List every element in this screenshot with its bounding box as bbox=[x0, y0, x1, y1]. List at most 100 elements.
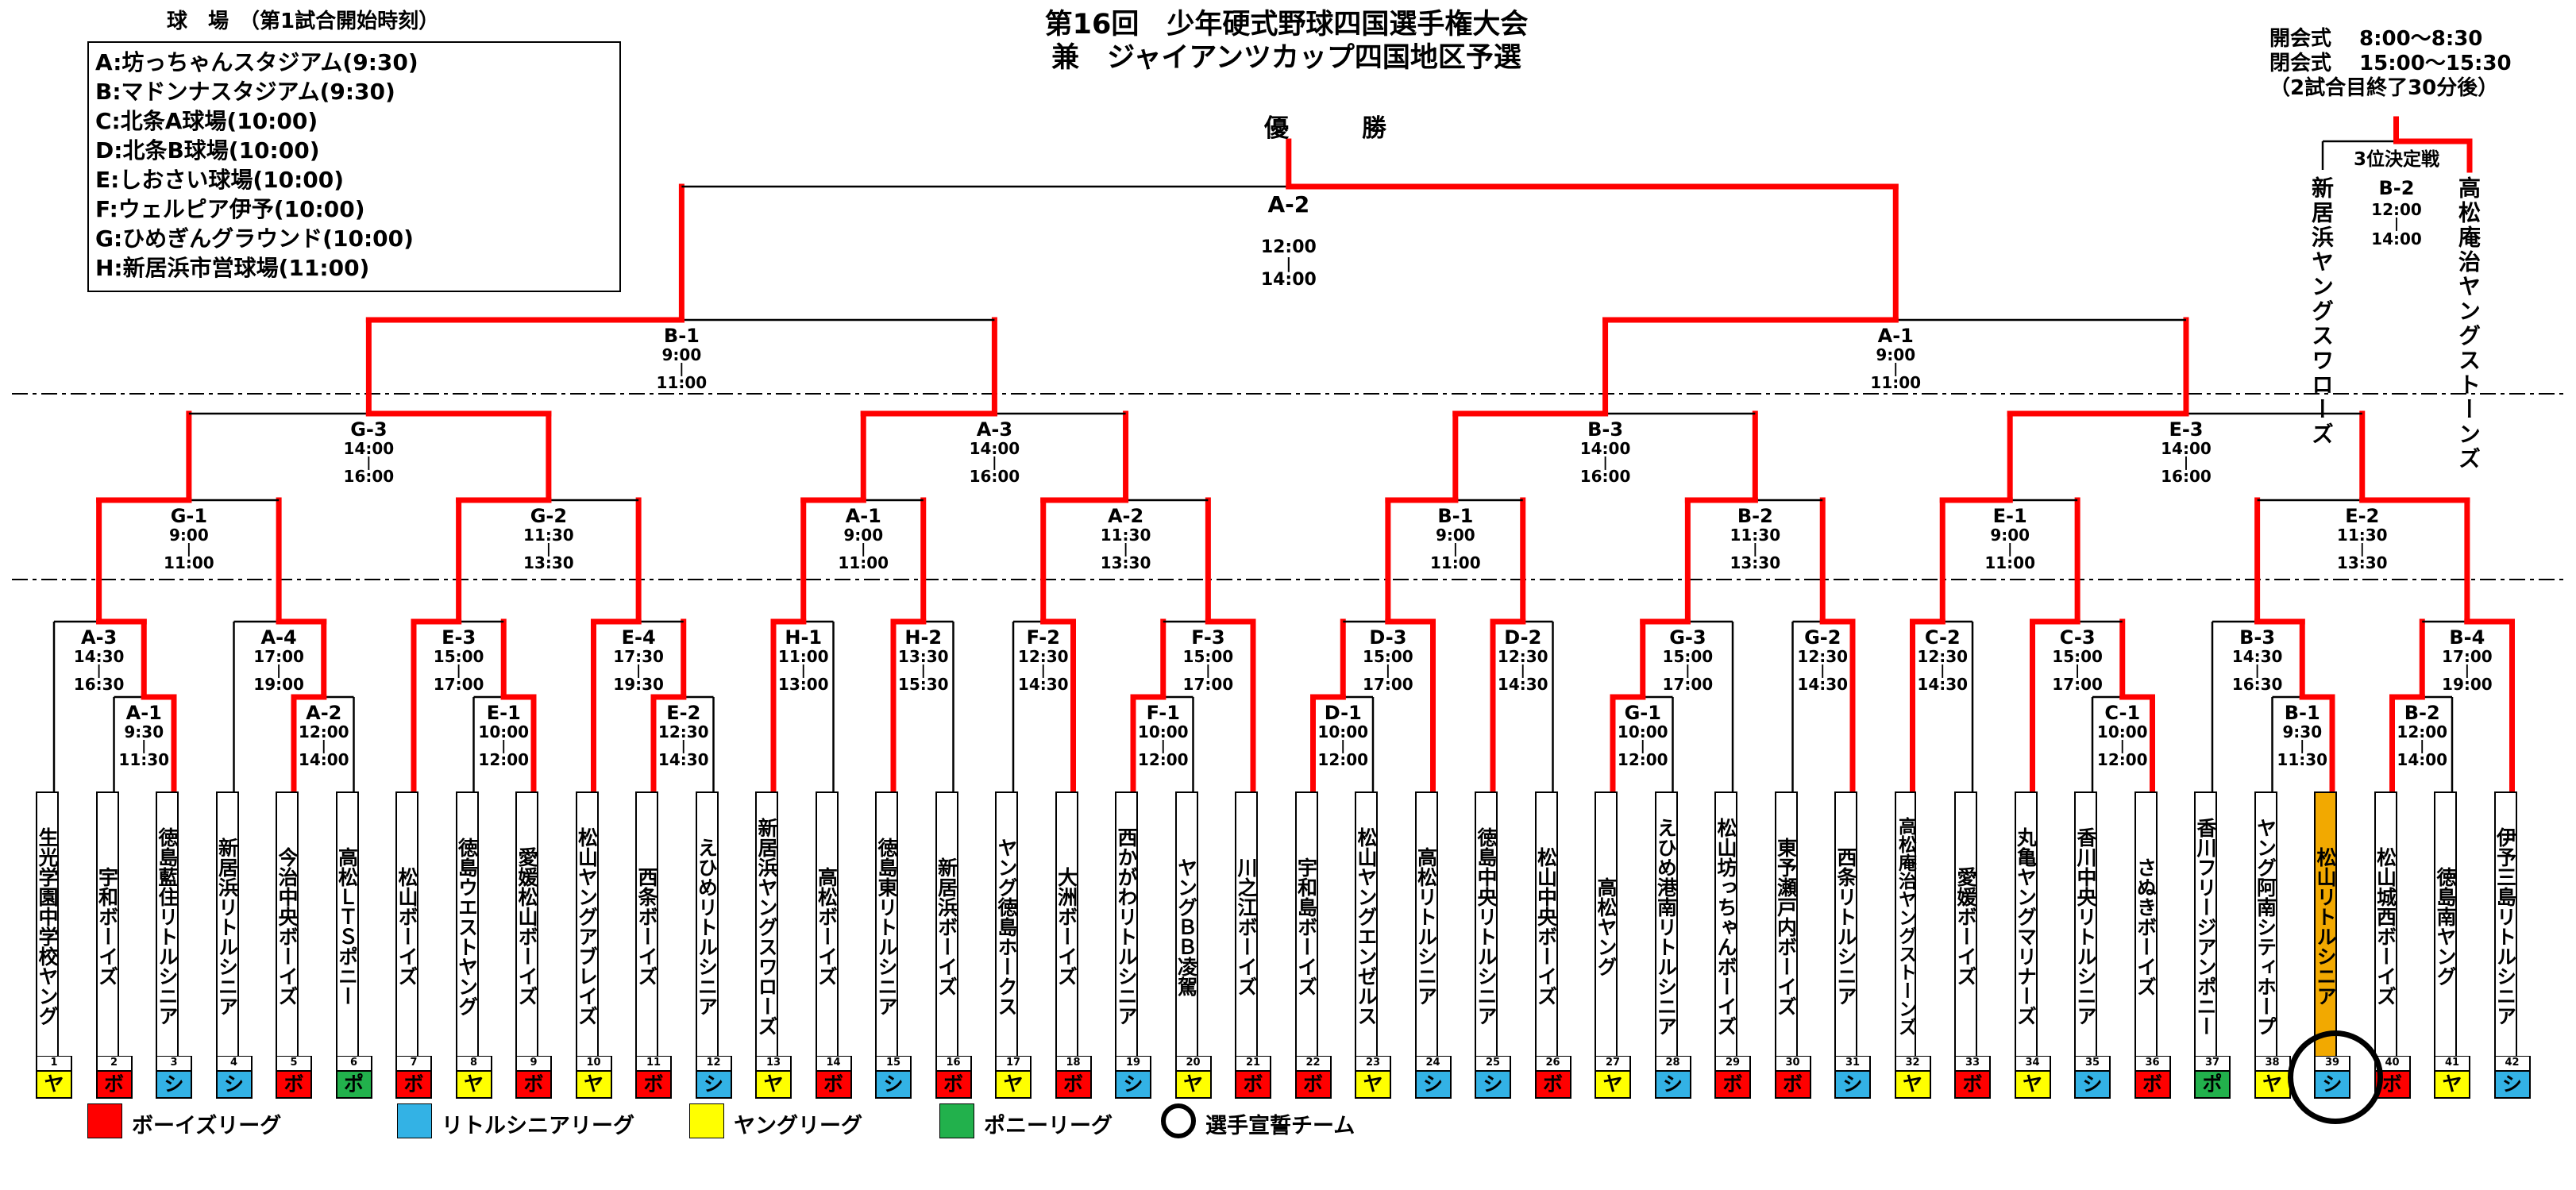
team-number: 22 bbox=[1294, 1056, 1332, 1072]
team-league-badge: シ bbox=[2074, 1070, 2111, 1099]
team-league-badge: シ bbox=[1654, 1070, 1691, 1099]
team-number: 20 bbox=[1174, 1056, 1212, 1072]
opening-ceremony: 開会式 8:00～8:30 bbox=[2269, 27, 2483, 51]
venue-item: D:北条B球場(10:00) bbox=[95, 137, 320, 164]
team-name: 愛媛ボーイズ bbox=[1954, 791, 1977, 1057]
team-number: 3 bbox=[156, 1056, 192, 1072]
team-number: 16 bbox=[935, 1056, 972, 1072]
team-league-badge: ボ bbox=[515, 1070, 552, 1099]
team-name: 丸亀ヤングマリナーズ bbox=[2014, 791, 2038, 1057]
team-name: 愛媛松山ボーイズ bbox=[515, 791, 538, 1057]
team-name: 高松庵治ヤングストーンズ bbox=[1894, 791, 1916, 1057]
team-league-badge: ボ bbox=[1954, 1070, 1991, 1099]
team-league-badge: ボ bbox=[95, 1070, 133, 1099]
team-number: 30 bbox=[1774, 1056, 1811, 1072]
venue-item: C:北条A球場(10:00) bbox=[95, 108, 318, 134]
team-number: 14 bbox=[815, 1056, 852, 1072]
team-number: 23 bbox=[1355, 1056, 1391, 1072]
team-league-badge: ボ bbox=[1534, 1070, 1571, 1099]
page-title: 第16回 少年硬式野球四国選手権大会 兼 ジャイアンツカップ四国地区予選 bbox=[909, 8, 1664, 75]
team-name: 宇和島ボーイズ bbox=[1294, 791, 1318, 1057]
team-league-badge: ボ bbox=[1714, 1070, 1751, 1099]
ceremony-times: 開会式 8:00～8:30 閉会式 15:00～15:30 （2試合目終了30分… bbox=[2269, 27, 2555, 101]
team-name: ヤング阿南シティホープ bbox=[2254, 791, 2277, 1057]
team-league-badge: ボ bbox=[1294, 1070, 1332, 1099]
team-league-badge: ヤ bbox=[2434, 1070, 2470, 1099]
team-number: 17 bbox=[995, 1056, 1032, 1072]
team-league-badge: ボ bbox=[276, 1070, 312, 1099]
team-league-badge: シ bbox=[1414, 1070, 1452, 1099]
team-league-badge: ボ bbox=[635, 1070, 672, 1099]
title-line1: 第16回 少年硬式野球四国選手権大会 bbox=[1044, 9, 1529, 40]
team-league-badge: ヤ bbox=[36, 1070, 72, 1099]
team-number: 8 bbox=[455, 1056, 492, 1072]
team-league-badge: ボ bbox=[1235, 1070, 1271, 1099]
team-league-badge: シ bbox=[695, 1070, 732, 1099]
third-place-match: 3位決定戦 B-2 12:00 | 14:00 bbox=[2309, 149, 2484, 248]
team-name: 西条ボーイズ bbox=[635, 791, 658, 1057]
team-name: 松山ボーイズ bbox=[395, 791, 418, 1057]
champion-label: 優勝 bbox=[1264, 114, 1460, 143]
team-league-badge: ポ bbox=[335, 1070, 372, 1099]
team-name: ヤングＢＢ凌駕 bbox=[1174, 791, 1198, 1057]
team-league-badge: ボ bbox=[2134, 1070, 2171, 1099]
team-league-badge: ボ bbox=[1774, 1070, 1811, 1099]
team-league-badge: シ bbox=[2493, 1070, 2531, 1099]
legend-oath-circle bbox=[1161, 1103, 1196, 1138]
team-number: 32 bbox=[1894, 1056, 1931, 1072]
team-name: えひめリトルシニア bbox=[695, 791, 719, 1057]
team-name: えひめ港南リトルシニア bbox=[1654, 791, 1678, 1057]
team-name: 川之江ボーイズ bbox=[1235, 791, 1258, 1057]
third-place-time1: 12:00 bbox=[2371, 200, 2422, 219]
team-league-badge: シ bbox=[1115, 1070, 1151, 1099]
team-league-badge: シ bbox=[875, 1070, 912, 1099]
team-name: 松山ヤングエンゼルス bbox=[1355, 791, 1378, 1057]
team-name: 香川中央リトルシニア bbox=[2074, 791, 2097, 1057]
team-name: 徳島中央リトルシニア bbox=[1475, 791, 1498, 1057]
team-number: 10 bbox=[575, 1056, 612, 1072]
closing-ceremony-note: （2試合目終了30分後） bbox=[2269, 76, 2499, 100]
team-number: 13 bbox=[755, 1056, 792, 1072]
team-number: 4 bbox=[215, 1056, 253, 1072]
third-place-time2: 14:00 bbox=[2371, 229, 2422, 248]
team-number: 34 bbox=[2014, 1056, 2051, 1072]
legend-swatch-green bbox=[939, 1103, 974, 1138]
